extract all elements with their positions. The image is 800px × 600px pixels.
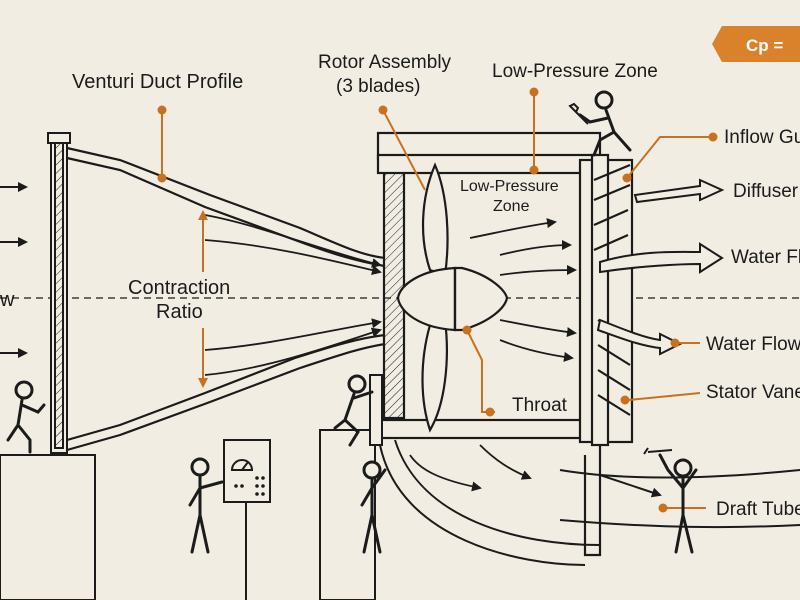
- leader-dots: [157, 87, 718, 513]
- internal-flow-arrows: [204, 214, 577, 492]
- turbine-housing: [376, 131, 634, 557]
- low-pressure-inner-line2: Zone: [493, 198, 530, 215]
- rotor-label-line1: Rotor Assembly: [318, 52, 452, 73]
- leader-lines: [161, 92, 713, 509]
- water-flow-lower-arrow-icon: [596, 318, 683, 356]
- inflow-label: Inflow Gu: [724, 127, 800, 148]
- rotor-label-line2: (3 blades): [336, 76, 421, 97]
- inlet-flange: [47, 132, 71, 454]
- worker-figure-icon: [333, 374, 374, 447]
- leader-dot-icon: [529, 87, 539, 97]
- pedestals: [0, 374, 383, 600]
- throat-label: Throat: [512, 395, 568, 416]
- cp-badge: Cp =: [712, 26, 800, 62]
- worker-figure-icon: [188, 457, 224, 554]
- venturi-label: Venturi Duct Profile: [72, 71, 243, 93]
- leader-dot-icon: [658, 503, 668, 513]
- rotor-blade-bottom: [421, 318, 448, 433]
- rotor-assembly: [396, 162, 509, 433]
- leader-dot-icon: [708, 132, 718, 142]
- low-pressure-inner-line1: Low-Pressure: [460, 178, 559, 195]
- water-flow-arrow-icon: [599, 242, 724, 274]
- leader-dot-icon: [378, 105, 388, 115]
- wrench-icon: [568, 102, 673, 455]
- left-flow-arrows: [0, 182, 28, 358]
- leader-dot-icon: [529, 165, 539, 175]
- worker-figure-icon: [578, 90, 632, 157]
- diffuser-label: Diffuser: [733, 181, 799, 202]
- leader-dot-icon: [157, 173, 167, 183]
- diffuser-arrow-icon: [633, 178, 725, 204]
- cp-badge-text: Cp =: [746, 36, 783, 55]
- venturi-duct: [66, 146, 386, 452]
- leader-dot-icon: [620, 395, 630, 405]
- rotor-blade-top: [421, 162, 449, 277]
- draft-tube-label: Draft Tube: [716, 499, 800, 520]
- control-panel-icon: [223, 439, 271, 600]
- worker-figure-icon: [658, 453, 698, 554]
- worker-figure-icon: [360, 460, 387, 554]
- leader-dot-icon: [670, 338, 680, 348]
- rotor-hub-nose: [453, 266, 509, 332]
- water-flow-upper-label: Water Fl: [731, 247, 800, 268]
- contraction-label-line2: Ratio: [156, 301, 203, 323]
- leader-dot-icon: [485, 407, 495, 417]
- worker-figure-icon: [6, 380, 46, 454]
- leader-dot-icon: [157, 105, 167, 115]
- rotor-hub-front: [396, 266, 457, 332]
- contraction-label-line1: Contraction: [128, 277, 230, 299]
- leader-dot-icon: [622, 173, 632, 183]
- water-flow-lower-label: Water Flow: [706, 334, 800, 355]
- low-pressure-top-label: Low-Pressure Zone: [492, 61, 658, 82]
- left-w-label: w: [0, 289, 15, 311]
- stator-label: Stator Vane: [706, 382, 800, 403]
- draft-tube: [379, 439, 800, 566]
- leader-dot-icon: [462, 325, 472, 335]
- outlet-flow-arrows: [596, 178, 725, 498]
